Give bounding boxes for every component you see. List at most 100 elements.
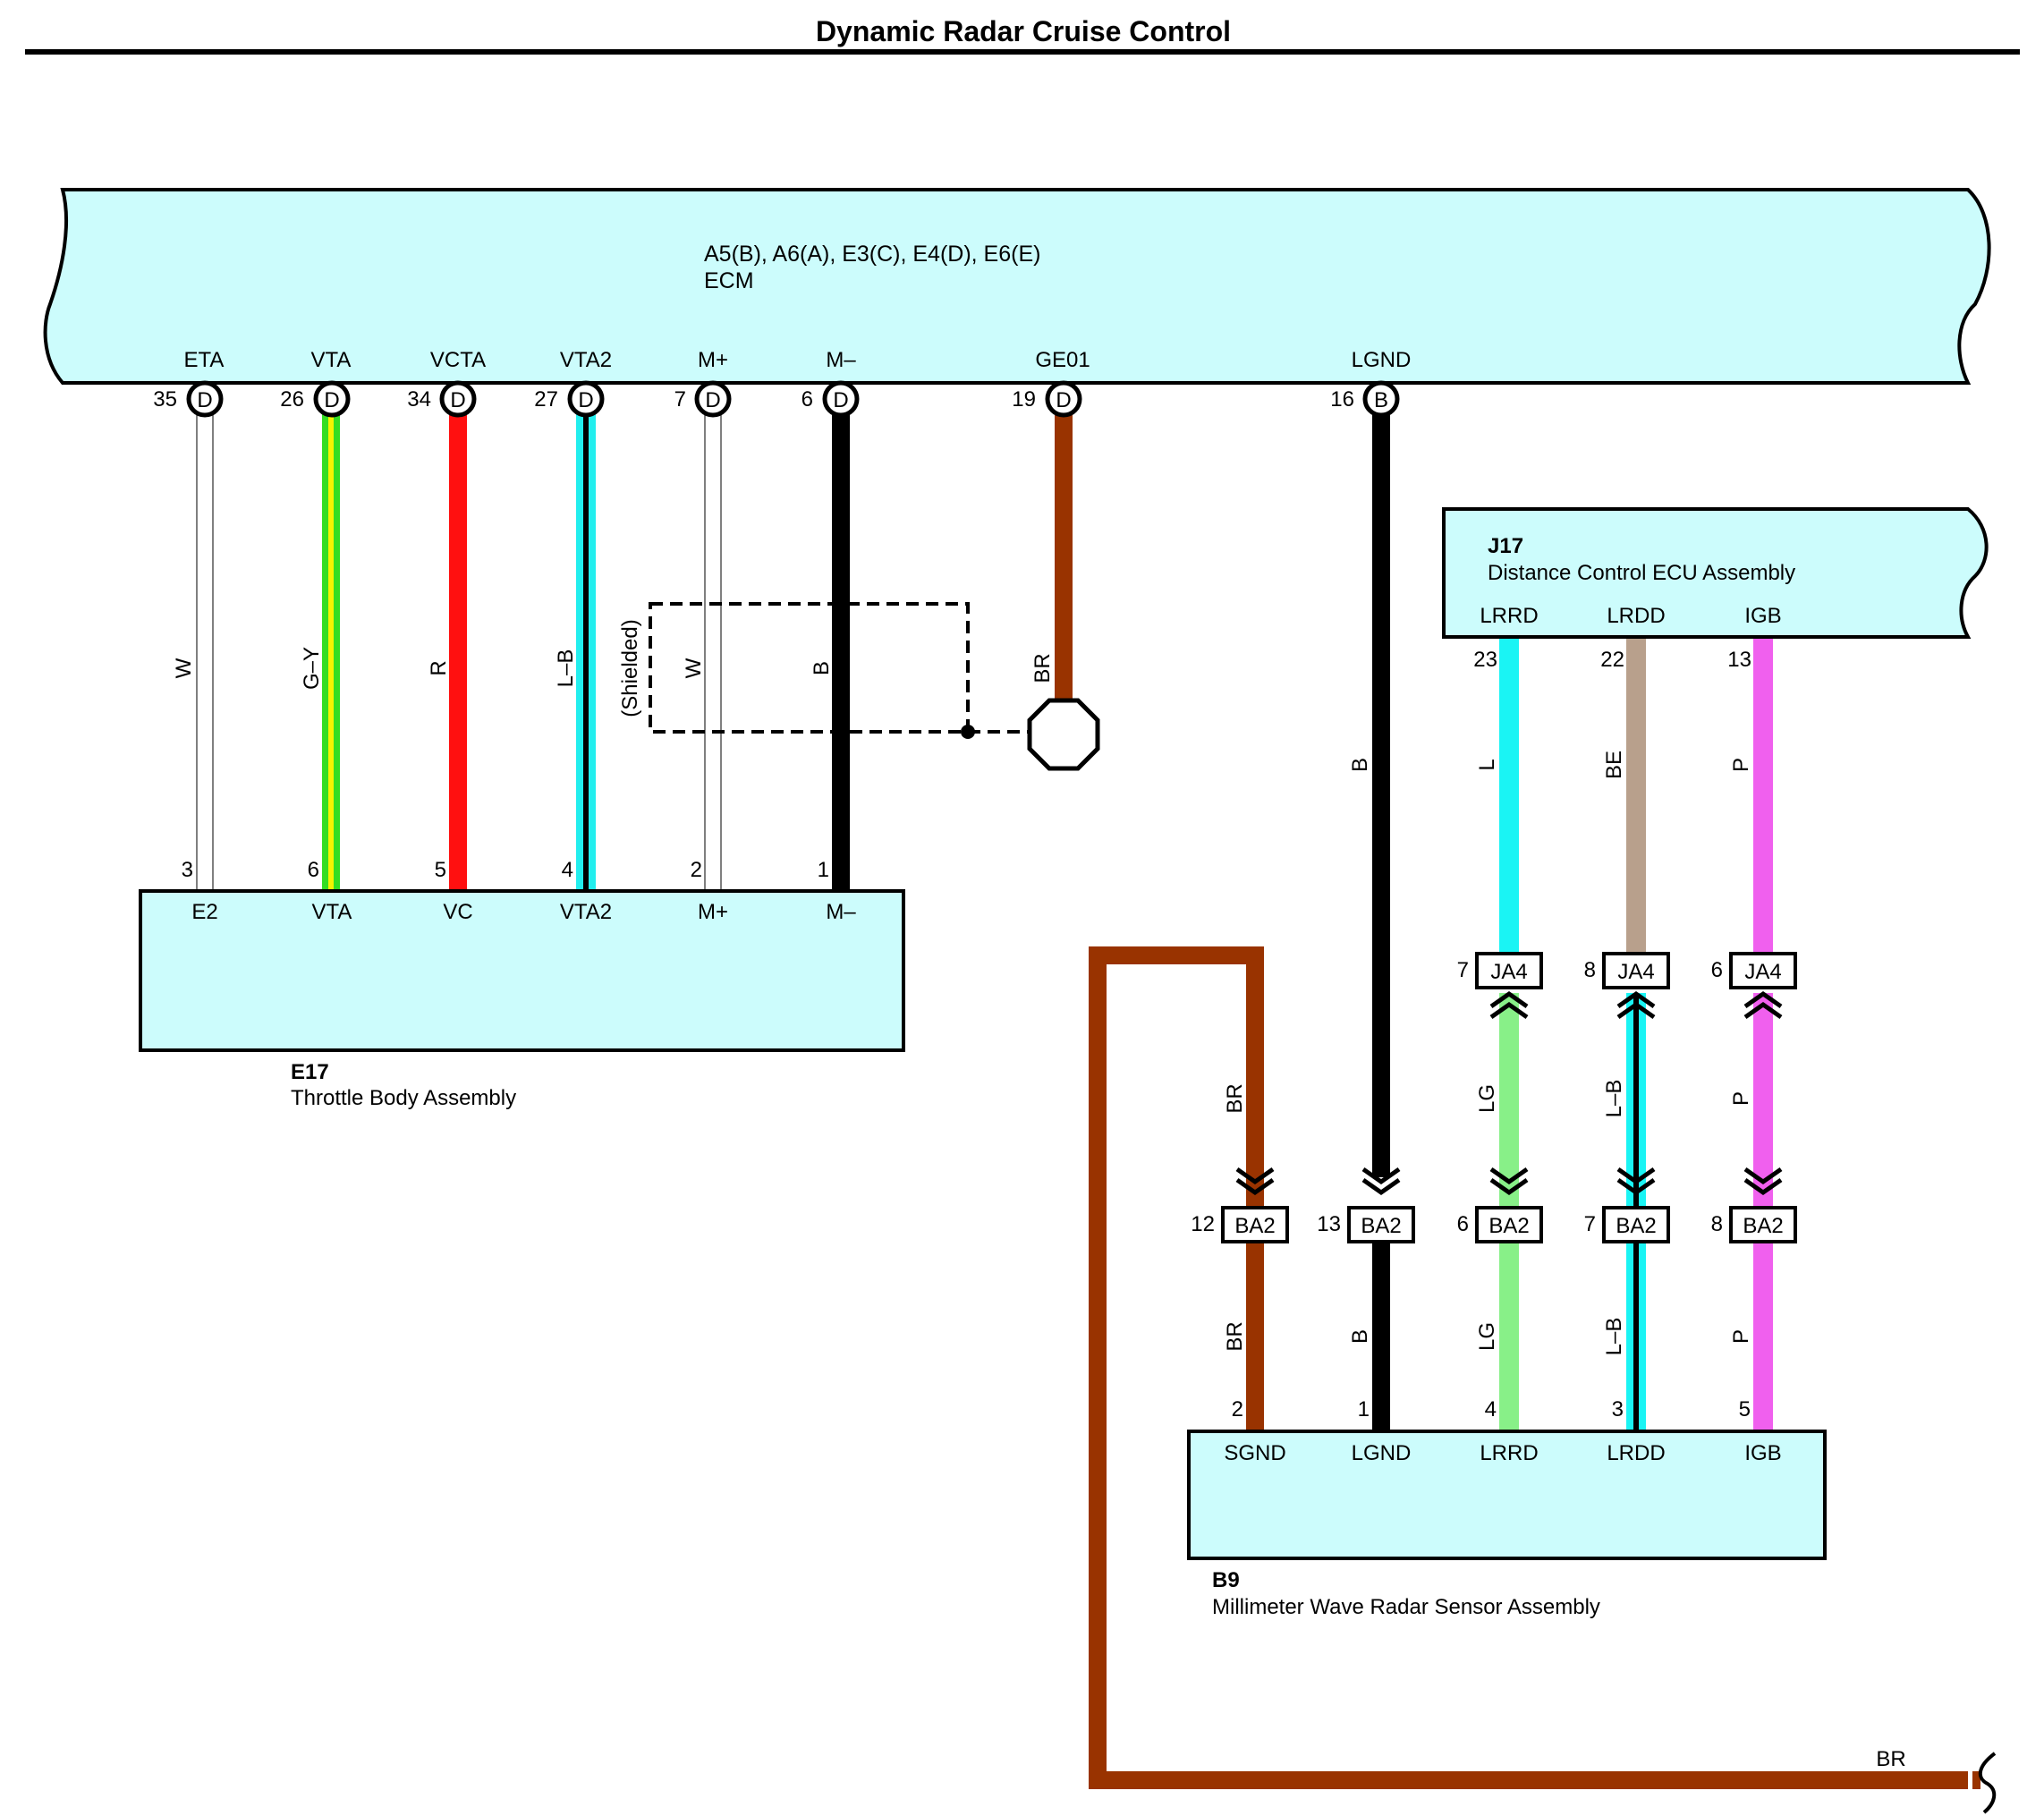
svg-text:D: D bbox=[1056, 388, 1071, 412]
svg-text:BA2: BA2 bbox=[1234, 1214, 1275, 1238]
ecu-pin-num: 22 bbox=[1600, 648, 1624, 672]
ja4-connectors: 7 JA4 8 JA4 6 JA4 bbox=[1457, 952, 1797, 1017]
wire-label: LG bbox=[1475, 1084, 1499, 1113]
wire-label: R bbox=[427, 660, 451, 675]
radar-name: Millimeter Wave Radar Sensor Assembly bbox=[1212, 1595, 1600, 1619]
wire-eta bbox=[196, 398, 214, 892]
wire-label: BR bbox=[1223, 1321, 1247, 1351]
wire-sgnd-loop: BR BR bbox=[1089, 946, 1997, 1814]
wire-igb-radar bbox=[1753, 1243, 1773, 1433]
wire-label: B bbox=[1348, 758, 1372, 772]
svg-text:B: B bbox=[1374, 388, 1388, 412]
wire-label: L–B bbox=[1602, 1080, 1626, 1118]
svg-text:16: 16 bbox=[1330, 387, 1354, 412]
svg-text:BA2: BA2 bbox=[1488, 1214, 1529, 1238]
svg-text:JA4: JA4 bbox=[1617, 960, 1654, 984]
ecu-pin-label: LRDD bbox=[1607, 604, 1665, 628]
svg-text:BA2: BA2 bbox=[1361, 1214, 1401, 1238]
ecm-pin-label: GE01 bbox=[1035, 348, 1090, 372]
wire-label: B bbox=[810, 661, 834, 675]
svg-text:35: 35 bbox=[153, 387, 177, 412]
ja4-connector: 7 JA4 bbox=[1457, 952, 1543, 1017]
wire-vta bbox=[322, 399, 340, 891]
ecm-pin-label: VTA2 bbox=[560, 348, 612, 372]
wire-sgnd-lower bbox=[1246, 1243, 1264, 1433]
radar-pin-num: 1 bbox=[1358, 1397, 1370, 1421]
ecu-pin-num: 13 bbox=[1727, 648, 1751, 672]
ecm-terminal: 35 D bbox=[153, 380, 224, 418]
svg-text:8: 8 bbox=[1584, 958, 1596, 982]
wire-label: BR bbox=[1030, 653, 1055, 683]
throttle-pin-label: VC bbox=[443, 900, 472, 924]
ba2-connector: 7 BA2 bbox=[1584, 1169, 1670, 1243]
ecm-terminal: 6 D bbox=[801, 380, 860, 418]
throttle-pin-num: 6 bbox=[308, 858, 319, 882]
throttle-pin-num: 5 bbox=[435, 858, 446, 882]
svg-text:JA4: JA4 bbox=[1490, 960, 1527, 984]
radar-pin-label: LRRD bbox=[1480, 1441, 1538, 1465]
wire-label: P bbox=[1729, 1091, 1753, 1106]
svg-text:27: 27 bbox=[534, 387, 558, 412]
ba2-connector: 6 BA2 bbox=[1457, 1169, 1543, 1243]
ecm-pin-label: M+ bbox=[698, 348, 728, 372]
svg-text:7: 7 bbox=[1457, 958, 1469, 982]
svg-text:12: 12 bbox=[1191, 1212, 1215, 1236]
svg-text:13: 13 bbox=[1317, 1212, 1341, 1236]
ecu-block: J17 Distance Control ECU Assembly LRRD L… bbox=[1442, 507, 1989, 672]
throttle-body-block: 3 6 5 4 2 1 E2 VTA VC VTA2 M+ M– E17 Thr… bbox=[139, 858, 905, 1110]
throttle-code: E17 bbox=[291, 1060, 329, 1084]
wire-vta2 bbox=[576, 399, 596, 891]
wire-vcta bbox=[449, 399, 467, 891]
throttle-pin-num: 2 bbox=[691, 858, 702, 882]
svg-text:D: D bbox=[324, 388, 339, 412]
wire-label: W bbox=[172, 658, 196, 678]
ecm-pin-label: VTA bbox=[311, 348, 352, 372]
ecm-terminal: 26 D bbox=[280, 380, 351, 418]
ecm-pin-label: VCTA bbox=[430, 348, 486, 372]
ecm-pin-label: LGND bbox=[1352, 348, 1412, 372]
wire-label: L bbox=[1475, 759, 1499, 770]
throttle-pin-num: 4 bbox=[562, 858, 573, 882]
svg-text:19: 19 bbox=[1012, 387, 1036, 412]
ja4-connector: 6 JA4 bbox=[1711, 952, 1797, 1017]
ecu-code: J17 bbox=[1488, 534, 1523, 558]
throttle-pin-label: E2 bbox=[191, 900, 217, 924]
wire-lrdd-radar bbox=[1626, 1243, 1646, 1433]
wire-lrrd-lower bbox=[1499, 993, 1519, 1227]
radar-pin-num: 2 bbox=[1232, 1397, 1243, 1421]
ecm-connectors: A5(B), A6(A), E3(C), E4(D), E6(E) bbox=[704, 242, 1040, 267]
radar-pin-label: IGB bbox=[1744, 1441, 1781, 1465]
ecm-name: ECM bbox=[704, 268, 754, 293]
wire-lrrd-radar bbox=[1499, 1243, 1519, 1433]
diagram-title: Dynamic Radar Cruise Control bbox=[816, 15, 1231, 47]
svg-text:JA4: JA4 bbox=[1744, 960, 1781, 984]
throttle-pin-label: M– bbox=[826, 900, 856, 924]
ecm-block: A5(B), A6(A), E3(C), E4(D), E6(E) ECM ET… bbox=[43, 188, 1991, 385]
wire-label: B bbox=[1348, 1329, 1372, 1344]
wire-label: LG bbox=[1475, 1322, 1499, 1351]
ba2-connector: 13 BA2 bbox=[1317, 1169, 1415, 1243]
ground-icon bbox=[1027, 698, 1100, 771]
ecu-name: Distance Control ECU Assembly bbox=[1488, 561, 1795, 585]
wire-label: BE bbox=[1602, 751, 1626, 779]
throttle-pin-num: 1 bbox=[818, 858, 829, 882]
svg-text:D: D bbox=[833, 388, 848, 412]
svg-text:34: 34 bbox=[407, 387, 431, 412]
wire-label: L–B bbox=[554, 649, 578, 688]
throttle-pin-label: M+ bbox=[698, 900, 728, 924]
wire-label: G–Y bbox=[300, 647, 324, 690]
ecm-pin-label: M– bbox=[826, 348, 856, 372]
svg-text:D: D bbox=[197, 388, 212, 412]
svg-text:D: D bbox=[578, 388, 593, 412]
throttle-pin-label: VTA bbox=[312, 900, 352, 924]
ecm-terminal: 19 D bbox=[1012, 380, 1082, 418]
ba2-connectors: 12 BA2 13 BA2 6 BA2 7 BA2 8 BA2 bbox=[1191, 1169, 1797, 1243]
svg-text:6: 6 bbox=[801, 387, 813, 412]
wire-label: L–B bbox=[1602, 1318, 1626, 1356]
throttle-name: Throttle Body Assembly bbox=[291, 1086, 516, 1110]
svg-text:26: 26 bbox=[280, 387, 304, 412]
wire-m-plus bbox=[704, 398, 722, 892]
wire-lgnd-lower bbox=[1372, 1243, 1390, 1433]
radar-pin-num: 4 bbox=[1485, 1397, 1497, 1421]
shield-label: (Shielded) bbox=[618, 619, 642, 717]
